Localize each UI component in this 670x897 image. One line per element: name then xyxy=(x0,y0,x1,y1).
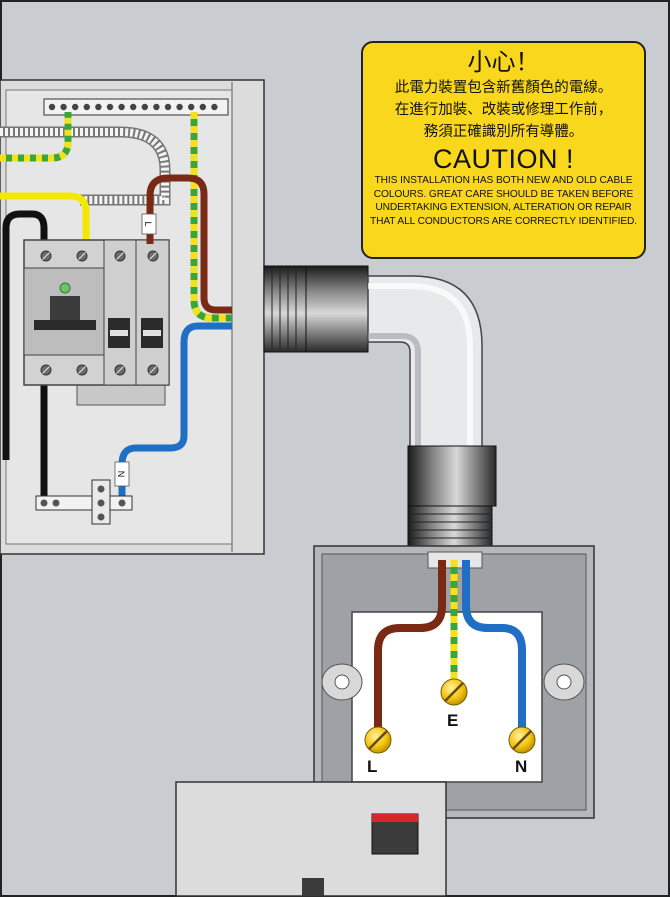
box-cable-gland xyxy=(407,445,497,547)
busbar-screw-icon xyxy=(48,103,56,111)
earth-terminal-screw-icon xyxy=(440,678,468,706)
busbar-screw-icon xyxy=(130,103,137,111)
left-mounting-lug xyxy=(321,663,363,701)
caution-line-cn: 此電力裝置包含新舊顏色的電線。 xyxy=(394,80,613,96)
neutral-bar xyxy=(35,479,133,525)
neutral-wire-panel xyxy=(118,322,232,498)
fused-spur-unit xyxy=(175,781,447,897)
spur-switch-red-indicator xyxy=(372,814,418,822)
busbar-screw-icon xyxy=(199,103,206,111)
busbar-screw-icon xyxy=(188,103,195,111)
neutral-wire-tag xyxy=(114,461,130,487)
neutral-wire-box xyxy=(462,560,526,736)
busbar-screw-icon xyxy=(176,103,183,111)
rcd-unit xyxy=(23,239,170,406)
flexible-conduit xyxy=(0,126,171,206)
caution-line-en: THIS INSTALLATION HAS BOTH NEW AND OLD C… xyxy=(374,175,633,186)
old-yellow-wire xyxy=(0,192,90,246)
busbar-screw-icon xyxy=(72,103,79,111)
old-black-wire xyxy=(2,210,48,460)
neutral-wire-tag-label: N xyxy=(116,471,126,478)
breaker-screws xyxy=(40,250,159,376)
earth-terminal-label: E xyxy=(447,711,459,730)
live-terminal-screw-icon xyxy=(364,726,392,754)
busbar-screw-icon xyxy=(164,103,172,111)
earth-busbar xyxy=(43,98,229,116)
caution-line-en: UNDERTAKING EXTENSION, ALTERATION OR REP… xyxy=(375,202,632,214)
neutral-terminal-screw-icon xyxy=(508,726,536,754)
rcd-switch xyxy=(50,296,80,320)
live-terminal-label: L xyxy=(367,757,378,776)
caution-line-cn: 務須正確識別所有導體。 xyxy=(423,124,584,140)
panel-cable-gland xyxy=(263,265,369,353)
caution-line-en: THAT ALL CONDUCTORS ARE CORRECTLY IDENTI… xyxy=(369,215,638,227)
live-wire-tag-label: L xyxy=(143,221,153,226)
busbar-screw-icon xyxy=(118,103,125,111)
busbar-screw-icon xyxy=(60,103,67,111)
busbar-screw-icon xyxy=(95,103,102,111)
old-earth-wire xyxy=(0,112,72,162)
neutral-terminal-label: N xyxy=(515,757,528,776)
new-earth-wire xyxy=(190,112,232,322)
conduit-elbow xyxy=(367,275,483,451)
live-wire-tag xyxy=(141,213,157,235)
live-wire-panel xyxy=(146,174,232,314)
busbar-screw-icon xyxy=(106,103,114,111)
caution-line-cn: 在進行加裝、改裝或修理工作前， xyxy=(394,102,613,118)
busbar-screw-icon xyxy=(153,103,160,111)
busbar-screws xyxy=(48,103,218,111)
rcd-indicator-light xyxy=(59,282,71,294)
live-wire-box xyxy=(374,560,446,736)
caution-label: 小心！ 此電力裝置包含新舊顏色的電線。 在進行加裝、改裝或修理工作前， 務須正確… xyxy=(361,41,646,259)
busbar-screw-icon xyxy=(83,103,91,111)
caution-title-en: CAUTION ! xyxy=(432,144,574,174)
caution-title-cn: 小心！ xyxy=(467,48,540,76)
busbar-screw-icon xyxy=(211,103,218,111)
right-mounting-lug xyxy=(543,663,585,701)
caution-line-en: COLOURS. GREAT CARE SHOULD BE TAKEN BEFO… xyxy=(373,188,634,200)
busbar-screw-icon xyxy=(141,103,148,111)
rcd-switch-base xyxy=(34,320,96,330)
spur-fuse-tab xyxy=(302,878,324,896)
